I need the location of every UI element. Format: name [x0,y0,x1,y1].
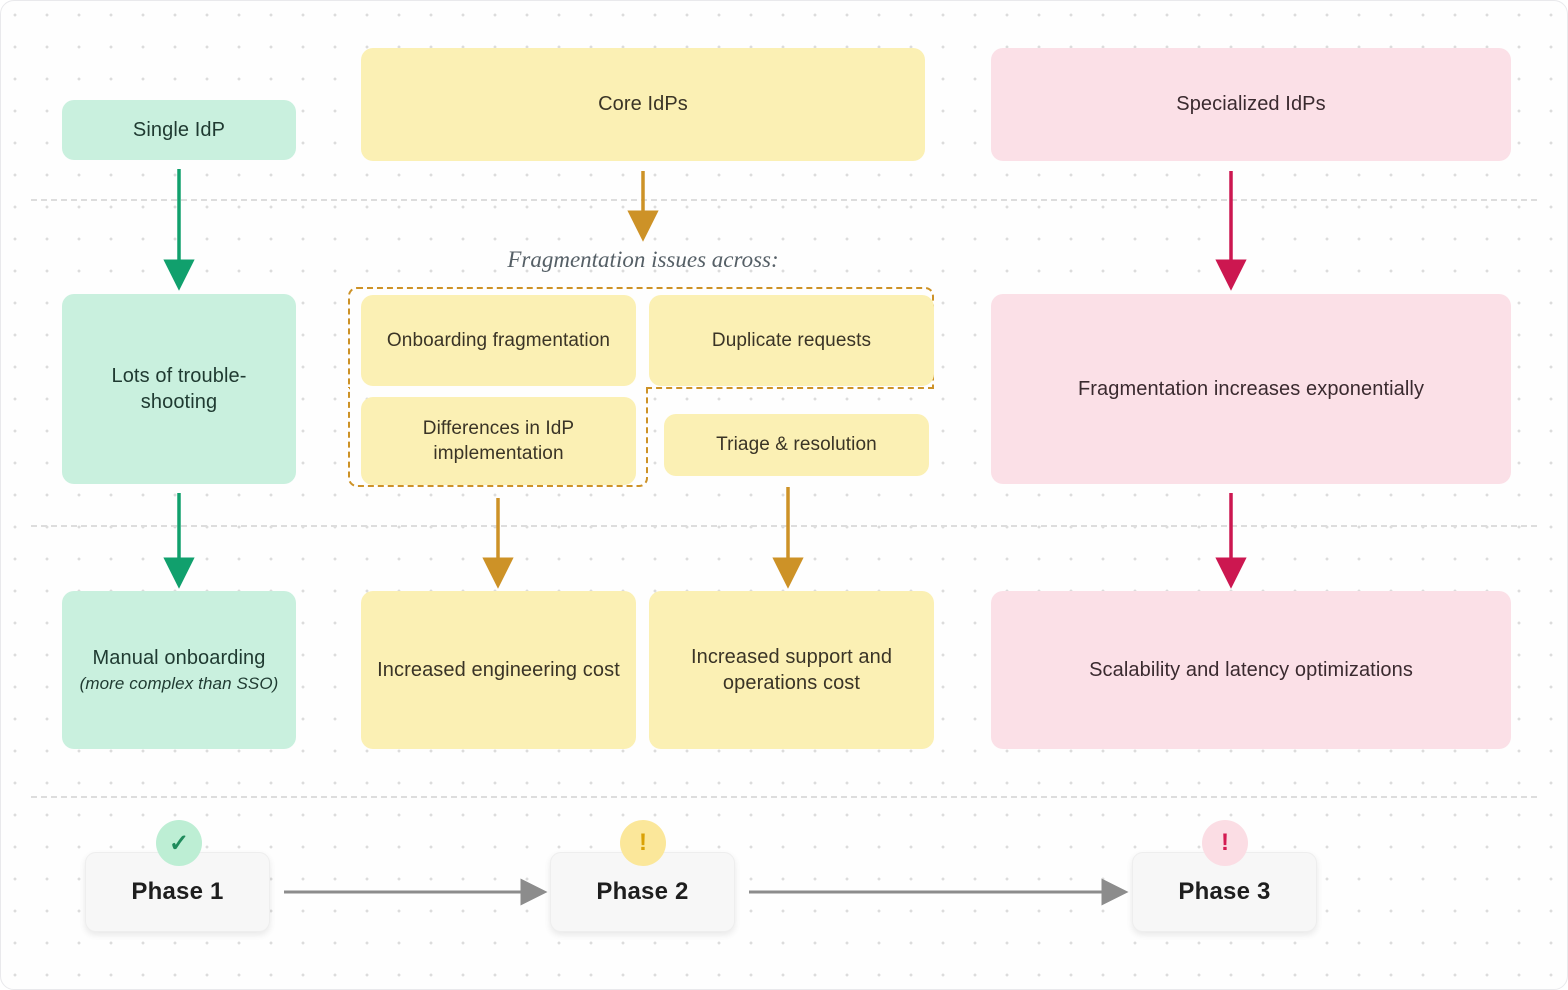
phase-label: Phase 1 [131,878,224,905]
node-fragmentation-increases-exponentially[interactable]: Fragmentation increases exponentially [991,294,1511,484]
phase-label: Phase 3 [1178,878,1271,905]
phase-label: Phase 2 [596,878,689,905]
node-label: Duplicate requests [711,329,872,351]
fragmentation-group-label: Fragmentation issues across: [507,247,779,272]
node-lots-of-troubleshooting[interactable]: Lots of trouble-shooting [62,294,296,484]
node-triage-and-resolution[interactable]: Triage & resolution [664,414,929,476]
node-label: Specialized IdPs [1176,93,1326,116]
node-specialized-idps[interactable]: Specialized IdPs [991,48,1511,161]
node-label: Scalability and latency optimizations [1089,658,1413,681]
warning-icon: ! [620,820,666,866]
node-label: Manual onboarding [92,647,266,670]
phase-card-3[interactable]: Phase 3 [1132,852,1317,932]
node-label: Lots of trouble-shooting [111,364,247,413]
node-increased-engineering-cost[interactable]: Increased engineering cost [361,591,636,749]
band-separator-3 [31,796,1537,798]
alert-error-icon: ! [1202,820,1248,866]
check-icon: ✓ [156,820,202,866]
node-label: Increased engineering cost [377,658,620,681]
node-label: Core IdPs [598,93,688,116]
node-label: Single IdP [132,118,226,141]
band-separator-1 [31,199,1537,201]
node-label: Increased support and operations cost [690,645,893,694]
node-label: Triage & resolution [716,434,877,456]
node-onboarding-fragmentation[interactable]: Onboarding fragmentation [361,295,636,386]
node-increased-support-and-operations-cost[interactable]: Increased support and operations cost [649,591,934,749]
fragmentation-group-outline-bottom [348,387,648,487]
node-sublabel: (more complex than SSO) [79,673,279,693]
node-core-idps[interactable]: Core IdPs [361,48,925,161]
node-duplicate-requests[interactable]: Duplicate requests [649,295,934,386]
node-label: Onboarding fragmentation [386,329,611,351]
node-label: Fragmentation increases exponentially [1077,377,1425,400]
node-manual-onboarding[interactable]: Manual onboarding (more complex than SSO… [62,591,296,749]
node-differences-in-idp-implementation[interactable]: Differences in IdP implementation [361,397,636,485]
node-label: Differences in IdP implementation [422,417,575,464]
band-separator-2 [31,525,1537,527]
node-single-idp[interactable]: Single IdP [62,100,296,160]
node-scalability-and-latency-optimizations[interactable]: Scalability and latency optimizations [991,591,1511,749]
fragmentation-group-outline-notch [646,387,934,389]
